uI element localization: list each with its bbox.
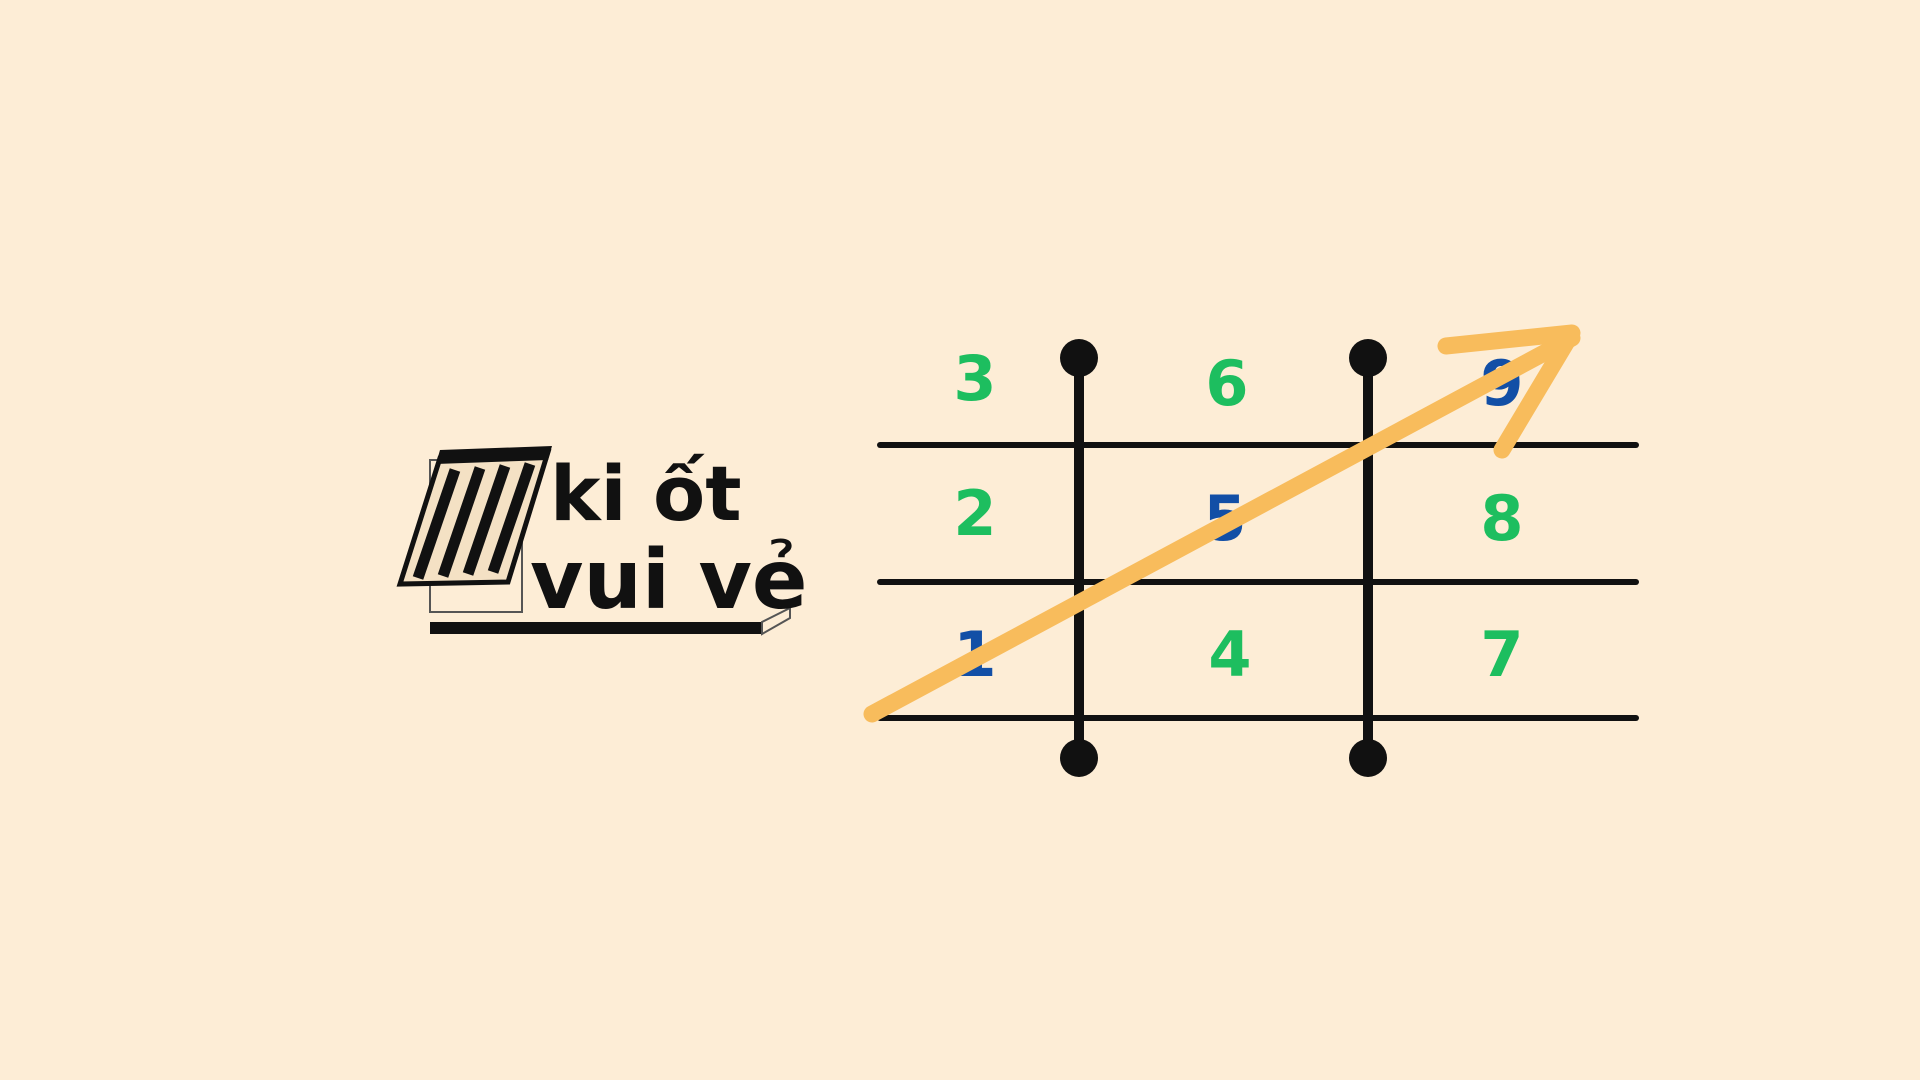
logo-line-1: ki ốt: [550, 449, 742, 538]
dot-bottom-left: [1060, 739, 1098, 777]
cell-number-6: 6: [1205, 347, 1248, 420]
dot-bottom-right: [1349, 739, 1387, 777]
cell-number-8: 8: [1480, 482, 1523, 555]
logo: ki ốt vui vẻ: [396, 446, 808, 636]
dot-top-right: [1349, 339, 1387, 377]
cell-number-3: 3: [953, 342, 996, 415]
cell-number-7: 7: [1480, 618, 1523, 691]
logo-striped-panel: [396, 446, 552, 587]
cell-number-4: 4: [1208, 618, 1251, 691]
dot-top-left: [1060, 339, 1098, 377]
logo-line-2: vui vẻ: [530, 533, 808, 628]
cell-number-2: 2: [953, 477, 996, 550]
grid-end-dots: [1060, 339, 1387, 777]
diagonal-up-right-arrow-icon: [863, 324, 1581, 723]
logo-base-bar: [430, 606, 791, 636]
